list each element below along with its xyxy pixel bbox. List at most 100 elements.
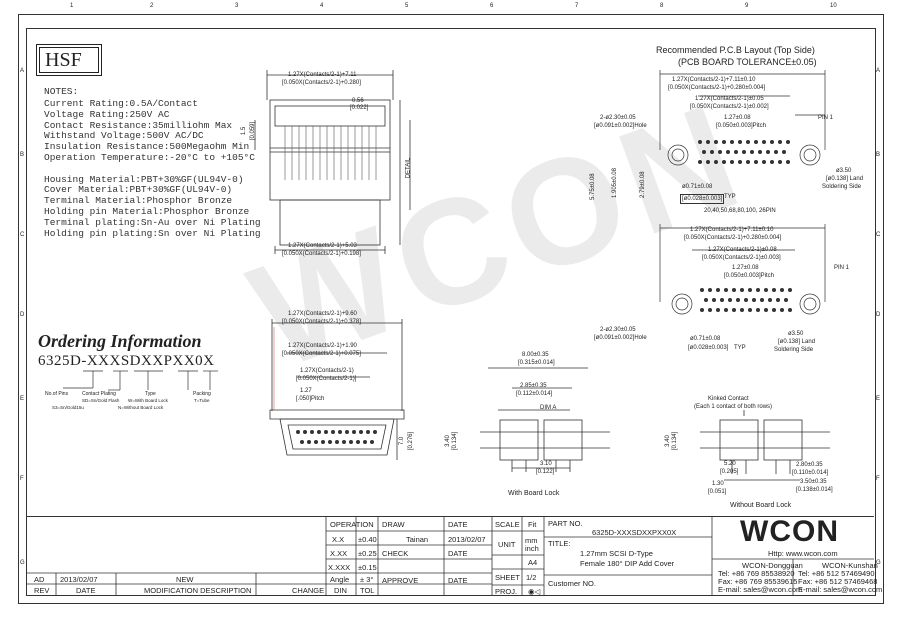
zone-number: 4 xyxy=(320,3,324,9)
note-line: Holding pin Material:Phosphor Bronze xyxy=(44,205,250,217)
connector-top-view xyxy=(254,70,411,254)
mod-header: MODIFICATION DESCRIPTION xyxy=(144,586,252,595)
note-line: Insulation Resistance:500Megaohm Min xyxy=(44,141,250,153)
draw-label: DRAW xyxy=(382,520,405,529)
dim-label: 3.10 xyxy=(540,461,552,467)
zone-number: 9 xyxy=(745,3,749,9)
dim-label: 1.27X(Contacts/2-1)±0.05 xyxy=(695,96,764,102)
dim-label: 3.50±0.35 xyxy=(800,479,827,485)
dim-label: [ø0.138] Land xyxy=(826,176,864,182)
dim-label: ø3.50 xyxy=(836,168,852,174)
dim-label: 1.27±0.08 xyxy=(732,265,759,271)
zone-letter: D xyxy=(876,312,881,318)
sheet-value: 1/2 xyxy=(526,573,537,582)
tol-key: X.XX xyxy=(330,549,348,558)
dim-label: [0.134] xyxy=(672,431,679,451)
view-caption: With Board Lock xyxy=(508,490,560,497)
dim-label: [0.276] xyxy=(408,431,415,451)
zone-letter: E xyxy=(876,396,881,402)
dim-label: [0.315±0.014] xyxy=(518,360,555,366)
rev-ad: AD xyxy=(34,575,45,584)
ordering-sub: N=Without Board Lock xyxy=(118,405,164,410)
note-line: Current Rating:0.5A/Contact xyxy=(44,98,198,109)
notes-heading: NOTES: xyxy=(44,86,79,97)
dim-label: [0.134] xyxy=(452,431,459,451)
dim-label: [0.050±0.003]Pitch xyxy=(724,273,774,279)
date-label: DATE xyxy=(448,576,468,585)
dim-label: 2.80±0.35 xyxy=(796,462,823,468)
ordering-label: Contact Plating xyxy=(82,391,116,397)
projection-icon: ◉◁ xyxy=(528,587,541,596)
din-label: DIN xyxy=(334,586,347,595)
note-line: Voltage Rating:250V AC xyxy=(44,108,170,120)
dim-label: [ø0.091±0.002]Hole xyxy=(594,335,647,341)
dim-label: [0.050X(Contacts/2-1)+0.198] xyxy=(282,251,361,257)
dim-label: ø0.71±0.08 xyxy=(682,184,713,190)
zone-letter: G xyxy=(20,560,25,566)
operation-label: OPERATION xyxy=(330,520,374,529)
dim-label: [0.122] xyxy=(536,469,555,475)
zone-letter: E xyxy=(20,396,25,402)
sheet-label: SHEET xyxy=(495,573,521,582)
dim-label: TYP xyxy=(724,194,736,200)
pcb-layout-tolerance: (PCB BOARD TOLERANCE±0.05) xyxy=(678,57,817,67)
ordering-label: Type xyxy=(145,391,156,397)
dim-label: [0.050X(Contacts/2-1)+0.280±0.004] xyxy=(684,235,782,241)
dim-label: 8.00±0.35 xyxy=(522,352,549,358)
note-line: Operation Temperature:-20°C to +105°C xyxy=(44,151,255,163)
zone-letter: F xyxy=(876,476,880,482)
dim-label: 5.20 xyxy=(724,461,736,467)
ordering-leaders xyxy=(63,370,218,391)
dim-label: [0.050X(Contacts/2-1)+0.280] xyxy=(282,80,361,86)
hsf-logo-text: HSF xyxy=(45,49,82,71)
rev-desc: NEW xyxy=(176,575,194,584)
dim-label: 1.27X(Contacts/2-1)+7.11 xyxy=(288,72,357,78)
view-caption: Without Board Lock xyxy=(730,502,792,509)
dim-label: 1.27X(Contacts/2-1)+9.60 xyxy=(288,311,357,317)
zone-number: 7 xyxy=(575,3,579,9)
dim-label: 1.27X(Contacts/2-1)+7.11±0.10 xyxy=(690,227,774,233)
zone-number: 6 xyxy=(490,3,494,9)
tol-val: ±0.25 xyxy=(358,549,377,558)
dim-label: [0.112±0.014] xyxy=(516,391,553,397)
dim-label: 5.75±0.08 xyxy=(590,173,596,200)
size-value: A4 xyxy=(528,558,538,567)
customer-no-label: Customer NO. xyxy=(548,579,596,588)
note-line: Terminal Material:Phosphor Bronze xyxy=(44,195,233,207)
ordering-label: No.of Pins xyxy=(45,391,69,397)
tol-val: ±0.40 xyxy=(358,535,377,544)
zone-letter: C xyxy=(876,232,881,238)
unit-label: UNIT xyxy=(498,540,516,549)
note-line: Housing Material:PBT+30%GF(UL94V-0) xyxy=(44,173,244,185)
hsf-logo: HSF xyxy=(36,44,102,76)
company-name: WCON-Kunshan xyxy=(822,561,878,570)
company-url: Http: www.wcon.com xyxy=(768,549,838,558)
ordering-sub: SD=Sn/Gold Flash xyxy=(82,398,120,403)
ordering-title: Ordering Information xyxy=(38,331,202,351)
dim-label: 0.56 xyxy=(352,98,364,104)
part-no-label: PART NO. xyxy=(548,519,583,528)
tol-label: TOL xyxy=(360,586,375,595)
dim-label: 2.85±0.35 xyxy=(520,383,547,389)
title-block: AD 2013/02/07 NEW REV DATE MODIFICATION … xyxy=(26,516,882,596)
ordering-sub: T=Tube xyxy=(194,398,210,403)
scale-label: SCALE xyxy=(495,520,520,529)
dim-label: 1.27X(Contacts/2-1)+5.03 xyxy=(288,243,357,249)
proj-label: PROJ. xyxy=(495,587,518,596)
zone-number: 10 xyxy=(830,3,837,9)
company-tel: Tel: +86 512 57469490 xyxy=(798,569,875,578)
ordering-sub: W=With Board Lock xyxy=(128,398,168,403)
company-fax: Fax: +86 512 57469468 xyxy=(798,577,878,586)
scale-value: Fit xyxy=(528,520,537,529)
ordering-label: Packing xyxy=(193,391,211,397)
zone-number: 5 xyxy=(405,3,409,9)
part-no-value: 6325D-XXXSDXXPXX0X xyxy=(592,528,677,537)
dim-label: [ø0.028±0.003] xyxy=(680,194,725,204)
rev-date: 2013/02/07 xyxy=(60,575,98,584)
dim-label: [ø0.091±0.002]Hole xyxy=(594,123,647,129)
drawer-name: Tainan xyxy=(406,535,429,544)
pcb-layout-top xyxy=(659,70,826,166)
dim-label: [ø0.138] Land xyxy=(778,339,816,345)
side-view-without-board-lock xyxy=(700,410,830,481)
tol-key: X.X xyxy=(332,535,345,544)
